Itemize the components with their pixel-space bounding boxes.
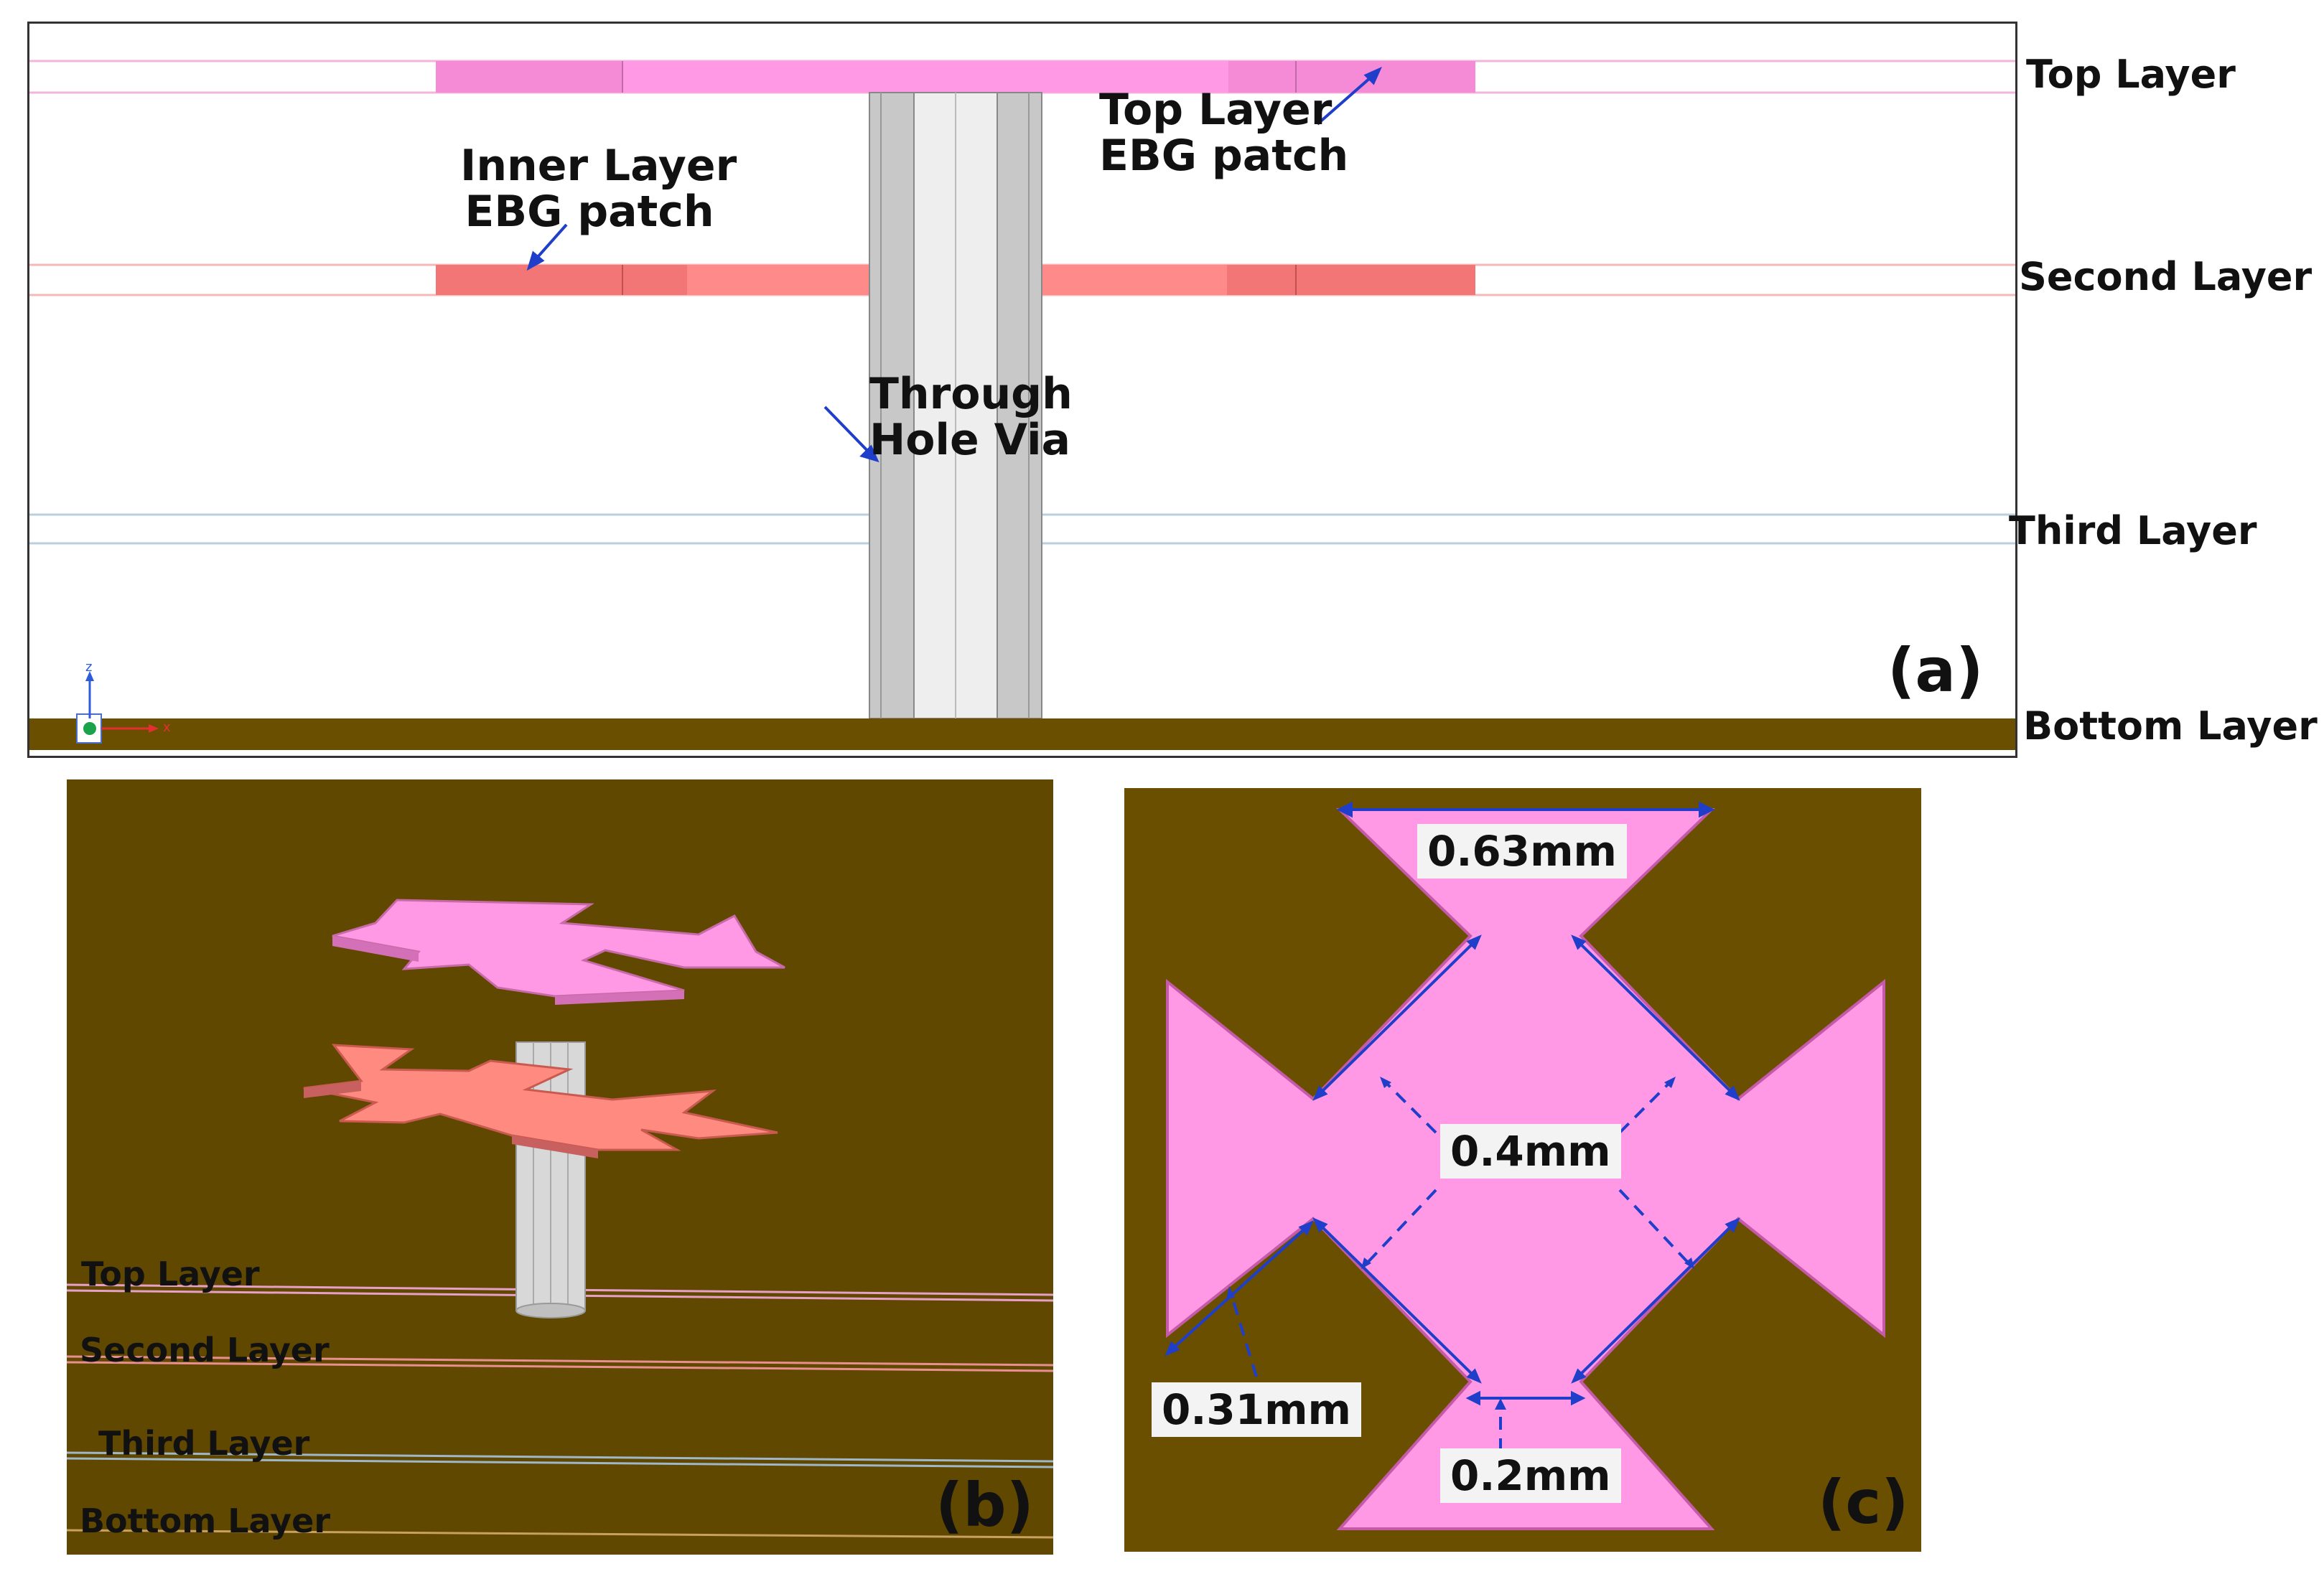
label-third-layer: Third Layer [2009, 508, 2257, 553]
top-patch-right-section [1228, 61, 1475, 93]
inner-ebg-patch-3d [303, 1044, 778, 1158]
dim-side-line-lr [1575, 1222, 1736, 1379]
dim-center-dashed-ul [1383, 1079, 1437, 1134]
through-hole-via [869, 92, 1042, 719]
inner-patch-left-section [436, 265, 687, 295]
top-patch-annotation: Top Layer EBG patch [1099, 85, 1349, 181]
panel-c-top-view: 0.63mm 0.4mm 0.31mm 0.2mm (c) [1124, 788, 1921, 1552]
dim-center-dashed-ur [1618, 1079, 1673, 1134]
dim-label-top-edge: 0.63mm [1417, 824, 1627, 879]
dim-notch-dashed [1229, 1291, 1258, 1377]
dim-label-notch: 0.31mm [1152, 1382, 1361, 1437]
dim-center-dashed-ll [1364, 1189, 1437, 1266]
axis-z-label: z [85, 660, 93, 675]
axis-triad-icon [76, 671, 159, 744]
panel-letter-c: (c) [1818, 1467, 1909, 1537]
inner-patch-annotation: Inner Layer EBG patch [460, 141, 737, 237]
b-label-third-layer: Third Layer [98, 1424, 310, 1463]
b-label-top-layer: Top Layer [81, 1255, 260, 1293]
dim-side-line-ur [1575, 939, 1736, 1097]
top-patch-arrow [1316, 71, 1378, 126]
label-bottom-layer: Bottom Layer [2023, 703, 2318, 749]
via-arrow [823, 406, 875, 459]
label-second-layer: Second Layer [2019, 254, 2313, 299]
dim-label-side: 0.4mm [1440, 1124, 1621, 1179]
b-label-second-layer: Second Layer [80, 1331, 330, 1369]
panel-letter-a: (a) [1887, 635, 1984, 706]
inner-patch-right-section [1227, 265, 1475, 295]
dim-notch-line [1169, 1224, 1310, 1352]
cross-section-drawing [29, 60, 2015, 750]
bottom-layer-ground [29, 718, 2015, 750]
label-top-layer: Top Layer [2026, 52, 2236, 97]
dim-side-line-ul [1317, 939, 1478, 1097]
top-ebg-patch-3d [332, 899, 785, 1005]
3d-view-drawing [67, 899, 1053, 1539]
dim-label-neck: 0.2mm [1440, 1448, 1621, 1503]
panel-b-3d-view: Top Layer Second Layer Third Layer Botto… [67, 779, 1053, 1555]
via-annotation: Through Hole Via [869, 369, 1073, 465]
b-label-bottom-layer: Bottom Layer [80, 1502, 330, 1540]
axis-x-label: x [163, 720, 171, 735]
dim-side-line-ll [1317, 1222, 1478, 1379]
panel-letter-b: (b) [935, 1470, 1034, 1540]
dim-center-dashed-lr [1618, 1189, 1691, 1266]
panel-a-cross-section: Top Layer EBG patch Inner Layer EBG patc… [27, 22, 2017, 758]
top-patch-left-section [436, 61, 622, 93]
